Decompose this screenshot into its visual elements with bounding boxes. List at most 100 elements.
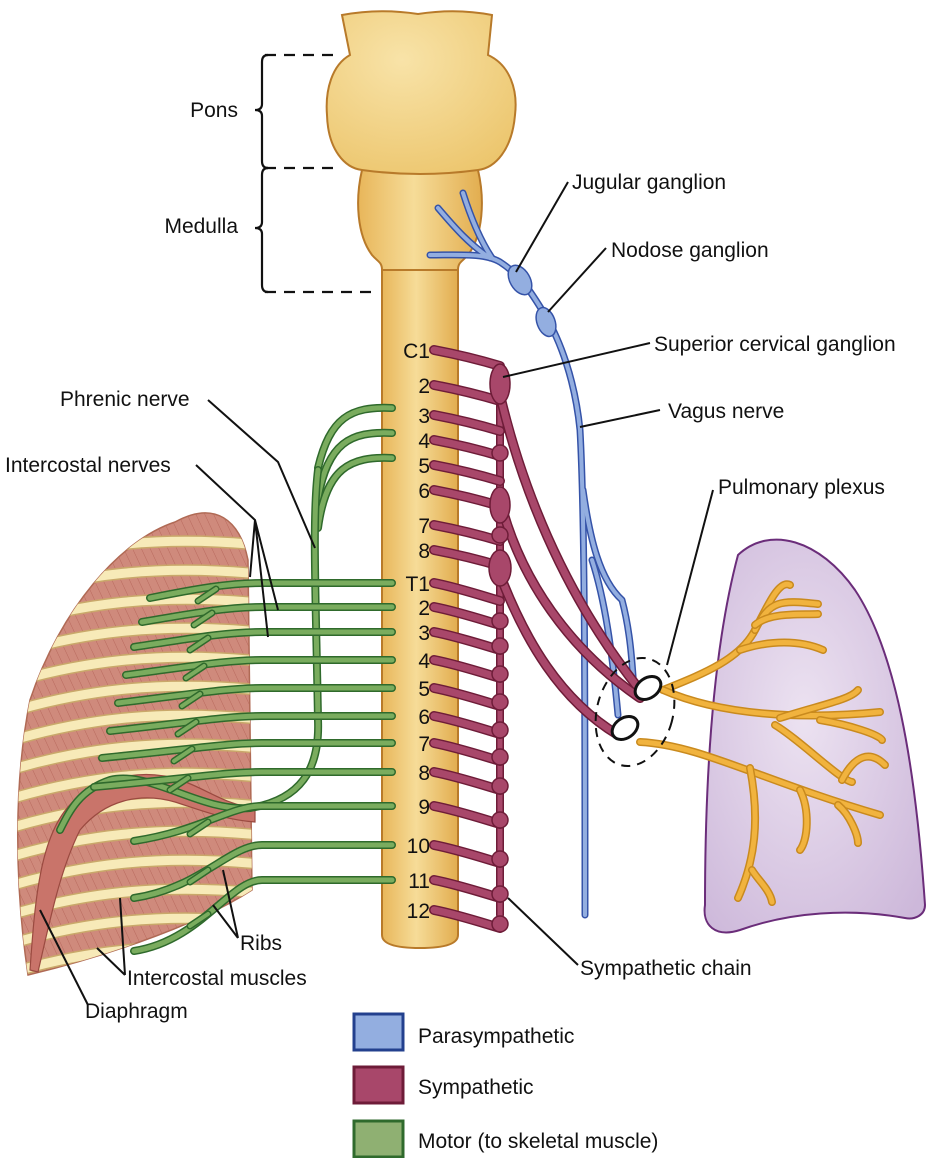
intercostal-nerve — [115, 685, 395, 706]
intercostal-nerve-branch — [180, 692, 202, 708]
bronchus — [835, 802, 861, 846]
spinal-level-thoracic-1: T1 — [405, 573, 430, 596]
intercostal-nerves-label: Intercostal nerves — [5, 454, 171, 477]
spinal-level-thoracic-7: 7 — [418, 733, 430, 756]
intercostal-nerve — [99, 740, 395, 761]
bronchus — [817, 717, 885, 743]
medulla-label: Medulla — [164, 215, 238, 238]
sympathetic-chain-ganglion — [491, 637, 509, 655]
intercostal-nerve-branch — [188, 636, 210, 652]
sympathetic-postganglionic-fiber — [496, 571, 622, 739]
intercostal-muscles-label: Intercostal muscles — [127, 967, 307, 990]
spinal-level-cervical-3: 3 — [418, 405, 430, 428]
sympathetic-ramus — [430, 579, 504, 605]
spinal-level-thoracic-10: 10 — [407, 835, 430, 858]
jugular-ganglion-label: Jugular ganglion — [572, 171, 726, 194]
phrenic-root — [315, 405, 395, 471]
legend-label-motor: Motor (to skeletal muscle) — [418, 1130, 658, 1153]
intercostal-nerve — [123, 657, 395, 678]
rib — [17, 884, 253, 923]
intercostal-nerve — [107, 713, 395, 734]
intercostal-nerve-branch — [188, 912, 210, 928]
legend-label-parasympathetic: Parasympathetic — [418, 1025, 574, 1048]
plexus-node-upper — [633, 675, 663, 701]
sympathetic-postganglionic-fiber — [496, 496, 644, 702]
spinal-level-cervical-4: 4 — [418, 430, 430, 453]
sympathetic-chain-ganglion — [491, 915, 509, 933]
intercostal-nerve — [139, 604, 395, 625]
ribs-label: Ribs — [240, 932, 282, 955]
lung-outline — [703, 538, 927, 934]
spinal-level-thoracic-6: 6 — [418, 706, 430, 729]
bronchus — [752, 611, 821, 628]
sympathetic-chain-ganglion — [491, 811, 509, 829]
sympathetic-ramus — [430, 346, 504, 370]
sympathetic-chain-ganglion — [491, 665, 509, 683]
parasympathetic-pathway — [426, 189, 638, 919]
diaphragm-label: Diaphragm — [85, 1000, 188, 1023]
plexus-node-lower — [610, 715, 640, 741]
spinal-level-cervical-1: C1 — [403, 340, 430, 363]
sympathetic-chain-label: Sympathetic chain — [580, 957, 752, 980]
pons — [325, 10, 517, 175]
intercostal-nerve-branch — [184, 664, 206, 680]
bronchus — [797, 787, 810, 853]
intercostal-nerve-branch — [188, 820, 210, 836]
stellate-ganglion — [488, 549, 512, 587]
sympathetic-chain-ganglion — [491, 777, 509, 795]
sympathetic-chain-ganglion — [491, 885, 509, 903]
bronchus — [737, 640, 826, 653]
spinal-level-thoracic-2: 2 — [418, 597, 430, 620]
nodose-ganglion — [535, 306, 557, 338]
spinal-level-thoracic-11: 11 — [408, 870, 430, 893]
intercostal-nerve — [131, 842, 395, 901]
legend-swatch-sympathetic — [352, 1065, 405, 1105]
bronchus — [660, 687, 883, 718]
sympathetic-postganglionic-fiber — [496, 391, 644, 694]
spinal-level-thoracic-8: 8 — [418, 762, 430, 785]
sympathetic-chain-ganglion — [491, 444, 509, 462]
pulmonary-plexus — [594, 656, 676, 768]
sympathetic-ramus — [430, 411, 504, 435]
spinal-level-cervical-5: 5 — [418, 455, 430, 478]
intercostal-nerve — [131, 803, 395, 844]
callout-labels: Jugular ganglion Nodose ganglion Superio… — [5, 171, 896, 1023]
intercostal-nerve-branch — [172, 747, 194, 763]
bronchus — [839, 754, 888, 783]
sympathetic-chain-ganglion — [491, 850, 509, 868]
phrenic-root — [315, 455, 395, 531]
legend: Parasympathetic Sympathetic Motor (to sk… — [352, 1012, 658, 1158]
sympathetic-chain-ganglion — [491, 612, 509, 630]
bronchial-tree — [636, 580, 889, 906]
pons-bracket: Pons — [190, 53, 340, 170]
legend-item-sympathetic: Sympathetic — [352, 1065, 534, 1105]
intercostal-nerve — [91, 769, 395, 790]
legend-swatch-motor — [352, 1119, 405, 1158]
sympathetic-chain-ganglion — [491, 748, 509, 766]
legend-item-motor: Motor (to skeletal muscle) — [352, 1119, 658, 1158]
plexus-outline-dashed — [594, 656, 676, 768]
intercostal-nerve-branch — [168, 776, 190, 792]
intercostal-nerve-branch — [196, 587, 218, 603]
phrenic-nerve-label: Phrenic nerve — [60, 388, 190, 411]
rib — [17, 826, 253, 865]
superior-cervical-ganglion — [489, 363, 511, 405]
bronchus — [772, 722, 855, 785]
spinal-level-thoracic-4: 4 — [418, 650, 430, 673]
bronchus — [749, 867, 775, 905]
sympathetic-ramus — [430, 461, 504, 485]
pons-label: Pons — [190, 99, 238, 122]
lung — [636, 538, 927, 934]
legend-item-parasympathetic: Parasympathetic — [352, 1012, 574, 1052]
spinal-level-thoracic-3: 3 — [418, 622, 430, 645]
middle-cervical-ganglion — [489, 486, 511, 524]
leader-lines — [39, 181, 714, 1006]
spinal-level-cervical-6: 6 — [418, 480, 430, 503]
bronchus — [735, 765, 758, 901]
vagus-nerve-label: Vagus nerve — [668, 400, 784, 423]
spinal-level-thoracic-9: 9 — [418, 796, 430, 819]
phrenic-root — [315, 430, 395, 501]
sympathetic-postganglionic-fiber-outline — [495, 390, 645, 695]
